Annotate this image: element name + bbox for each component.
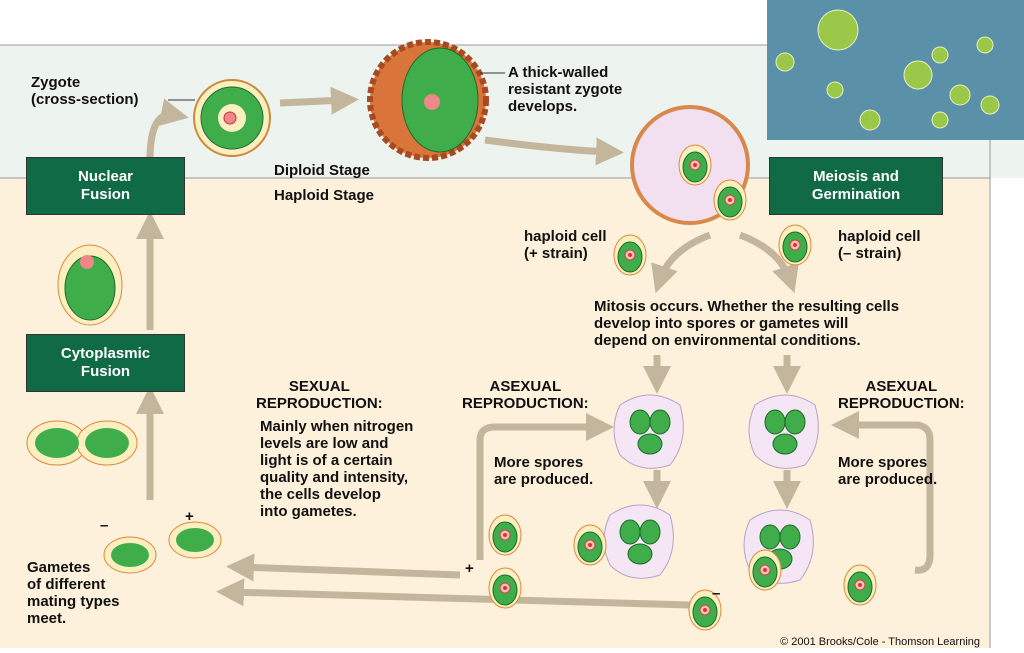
thick-walled-zygote — [367, 39, 489, 161]
diploid-stage-label: Diploid Stage — [274, 162, 370, 179]
micrograph-photo — [767, 0, 1024, 140]
minus-gamete-sign: – — [100, 517, 109, 534]
haploid-stage-label: Haploid Stage — [274, 187, 375, 204]
haploid-region — [0, 178, 990, 648]
gametes-label: Gametes of different mating types meet. — [27, 559, 120, 627]
cytoplasmic-fusion-box: Cytoplasmic Fusion — [26, 334, 185, 392]
spores-right-label: More spores are produced. — [838, 454, 938, 488]
plus-gamete-sign: + — [185, 508, 194, 525]
asexual-left-title: ASEXUAL REPRODUCTION: — [462, 378, 589, 412]
minus-cell-sign: – — [712, 585, 721, 602]
sexual-reproduction-title: SEXUAL REPRODUCTION: — [256, 378, 383, 412]
sexual-reproduction-text: Mainly when nitrogen levels are low and … — [260, 418, 414, 520]
gametes-meeting — [103, 521, 222, 574]
spores-left-label: More spores are produced. — [494, 454, 594, 488]
zygote-label: Zygote (cross-section) — [31, 74, 139, 108]
copyright: © 2001 Brooks/Cole - Thomson Learning — [780, 636, 980, 648]
fusing-cells — [57, 244, 123, 326]
thick-walled-label: A thick-walled resistant zygote develops… — [508, 64, 623, 115]
asexual-right-title: ASEXUAL REPRODUCTION: — [838, 378, 965, 412]
germinating-zygote — [630, 105, 750, 225]
mitosis-label: Mitosis occurs. Whether the resulting ce… — [594, 298, 900, 349]
haploid-minus-label: haploid cell (– strain) — [838, 228, 921, 262]
zygote-cell — [193, 79, 271, 157]
cytoplasmic-fusion-cells — [26, 420, 138, 466]
meiosis-germination-box: Meiosis and Germination — [769, 157, 943, 215]
haploid-plus-label: haploid cell (+ strain) — [524, 228, 607, 262]
nuclear-fusion-box: Nuclear Fusion — [26, 157, 185, 215]
plus-cell-sign: + — [465, 560, 474, 577]
